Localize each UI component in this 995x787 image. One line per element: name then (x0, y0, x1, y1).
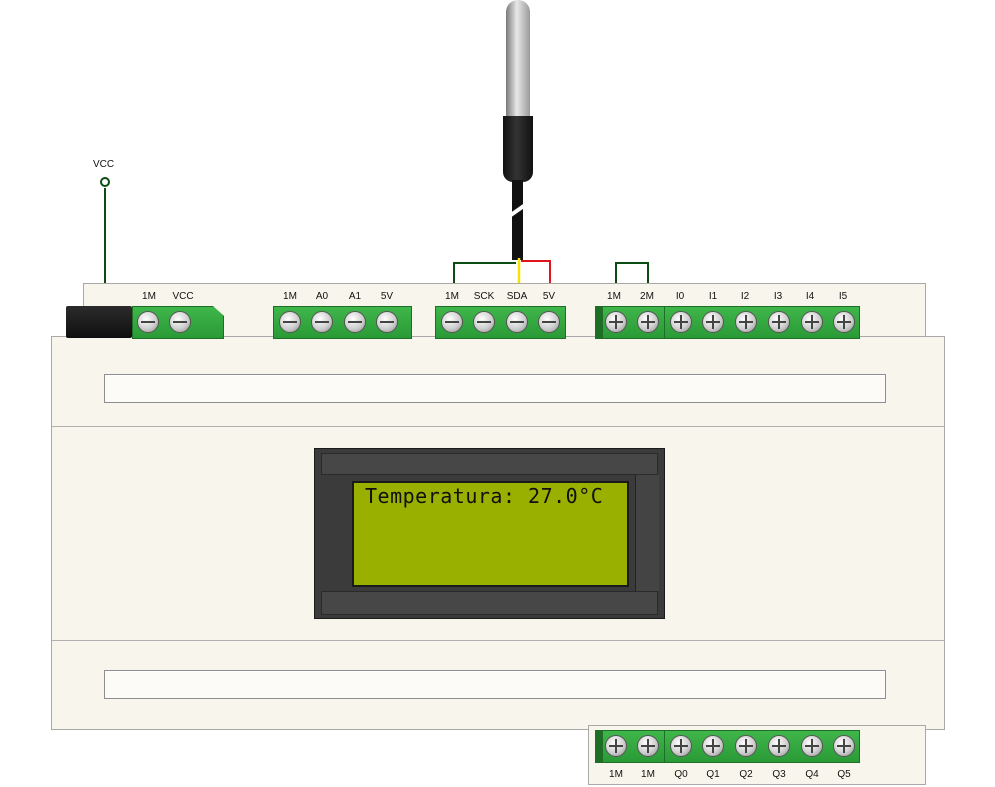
body-divider-upper (51, 426, 945, 427)
terminal-block-outputs-divider (664, 730, 665, 763)
label-i2c-sda: SDA (506, 291, 528, 302)
label-output-1m-b: 1M (641, 769, 655, 780)
probe-steel-tip (506, 0, 530, 118)
label-analog-1m: 1M (283, 291, 297, 302)
label-input-i0: I0 (675, 291, 685, 302)
label-input-i3: I3 (773, 291, 783, 302)
label-input-i2: I2 (740, 291, 750, 302)
label-i2c-5v: 5V (542, 291, 556, 302)
probe-cable (512, 180, 523, 260)
label-power-vcc: VCC (172, 291, 194, 302)
label-input-2m: 2M (640, 291, 654, 302)
screw-i2c-1m[interactable] (441, 311, 463, 333)
label-output-q5: Q5 (837, 769, 851, 780)
screw-output-q1[interactable] (702, 735, 724, 757)
screw-output-1m-a[interactable] (605, 735, 627, 757)
screw-output-1m-b[interactable] (637, 735, 659, 757)
wire-bridge-1m-2m (615, 262, 649, 290)
label-input-1m: 1M (607, 291, 621, 302)
label-strip-bottom (104, 670, 886, 699)
lcd-screen: Temperatura: 27.0°C (352, 481, 629, 587)
label-output-q3: Q3 (772, 769, 786, 780)
probe-sleeve (503, 116, 533, 182)
label-input-i4: I4 (805, 291, 815, 302)
screw-i2c-5v[interactable] (538, 311, 560, 333)
temperature-probe (500, 0, 536, 260)
screw-input-i3[interactable] (768, 311, 790, 333)
label-analog-5v: 5V (380, 291, 394, 302)
screw-output-q4[interactable] (801, 735, 823, 757)
label-i2c-sck: SCK (473, 291, 495, 302)
label-output-q0: Q0 (674, 769, 688, 780)
screw-power-vcc[interactable] (169, 311, 191, 333)
terminal-block-inputs-divider (664, 306, 665, 339)
label-input-i1: I1 (708, 291, 718, 302)
screw-power-1m[interactable] (137, 311, 159, 333)
screw-output-q2[interactable] (735, 735, 757, 757)
label-power-1m: 1M (142, 291, 156, 302)
screw-analog-a0[interactable] (311, 311, 333, 333)
screw-input-i1[interactable] (702, 311, 724, 333)
power-jack[interactable] (66, 306, 132, 338)
terminal-block-outputs-edge (595, 730, 603, 763)
screw-analog-1m[interactable] (279, 311, 301, 333)
screw-output-q0[interactable] (670, 735, 692, 757)
vcc-supply-label: VCC (93, 159, 115, 170)
label-output-q4: Q4 (805, 769, 819, 780)
screw-i2c-sda[interactable] (506, 311, 528, 333)
lcd-bezel-top-strip (321, 453, 658, 475)
screw-output-q5[interactable] (833, 735, 855, 757)
lcd-bezel-bottom-strip (321, 591, 658, 615)
vcc-supply-terminal[interactable] (100, 177, 110, 187)
screw-input-1m[interactable] (605, 311, 627, 333)
terminal-block-inputs-edge (595, 306, 603, 339)
lcd-bezel-right-clip (635, 475, 659, 591)
screw-input-i4[interactable] (801, 311, 823, 333)
screw-input-i5[interactable] (833, 311, 855, 333)
screw-input-2m[interactable] (637, 311, 659, 333)
label-output-q2: Q2 (739, 769, 753, 780)
label-analog-a1: A1 (348, 291, 362, 302)
label-analog-a0: A0 (315, 291, 329, 302)
lcd-line-1: Temperatura: 27.0°C (365, 484, 604, 508)
lcd-bezel: Temperatura: 27.0°C (314, 448, 665, 619)
screw-analog-5v[interactable] (376, 311, 398, 333)
label-output-1m-a: 1M (609, 769, 623, 780)
label-input-i5: I5 (838, 291, 848, 302)
screw-i2c-sck[interactable] (473, 311, 495, 333)
label-strip-top (104, 374, 886, 403)
screw-output-q3[interactable] (768, 735, 790, 757)
label-output-q1: Q1 (706, 769, 720, 780)
screw-input-i0[interactable] (670, 311, 692, 333)
screw-analog-a1[interactable] (344, 311, 366, 333)
body-divider-lower (51, 640, 945, 641)
screw-input-i2[interactable] (735, 311, 757, 333)
label-i2c-1m: 1M (445, 291, 459, 302)
